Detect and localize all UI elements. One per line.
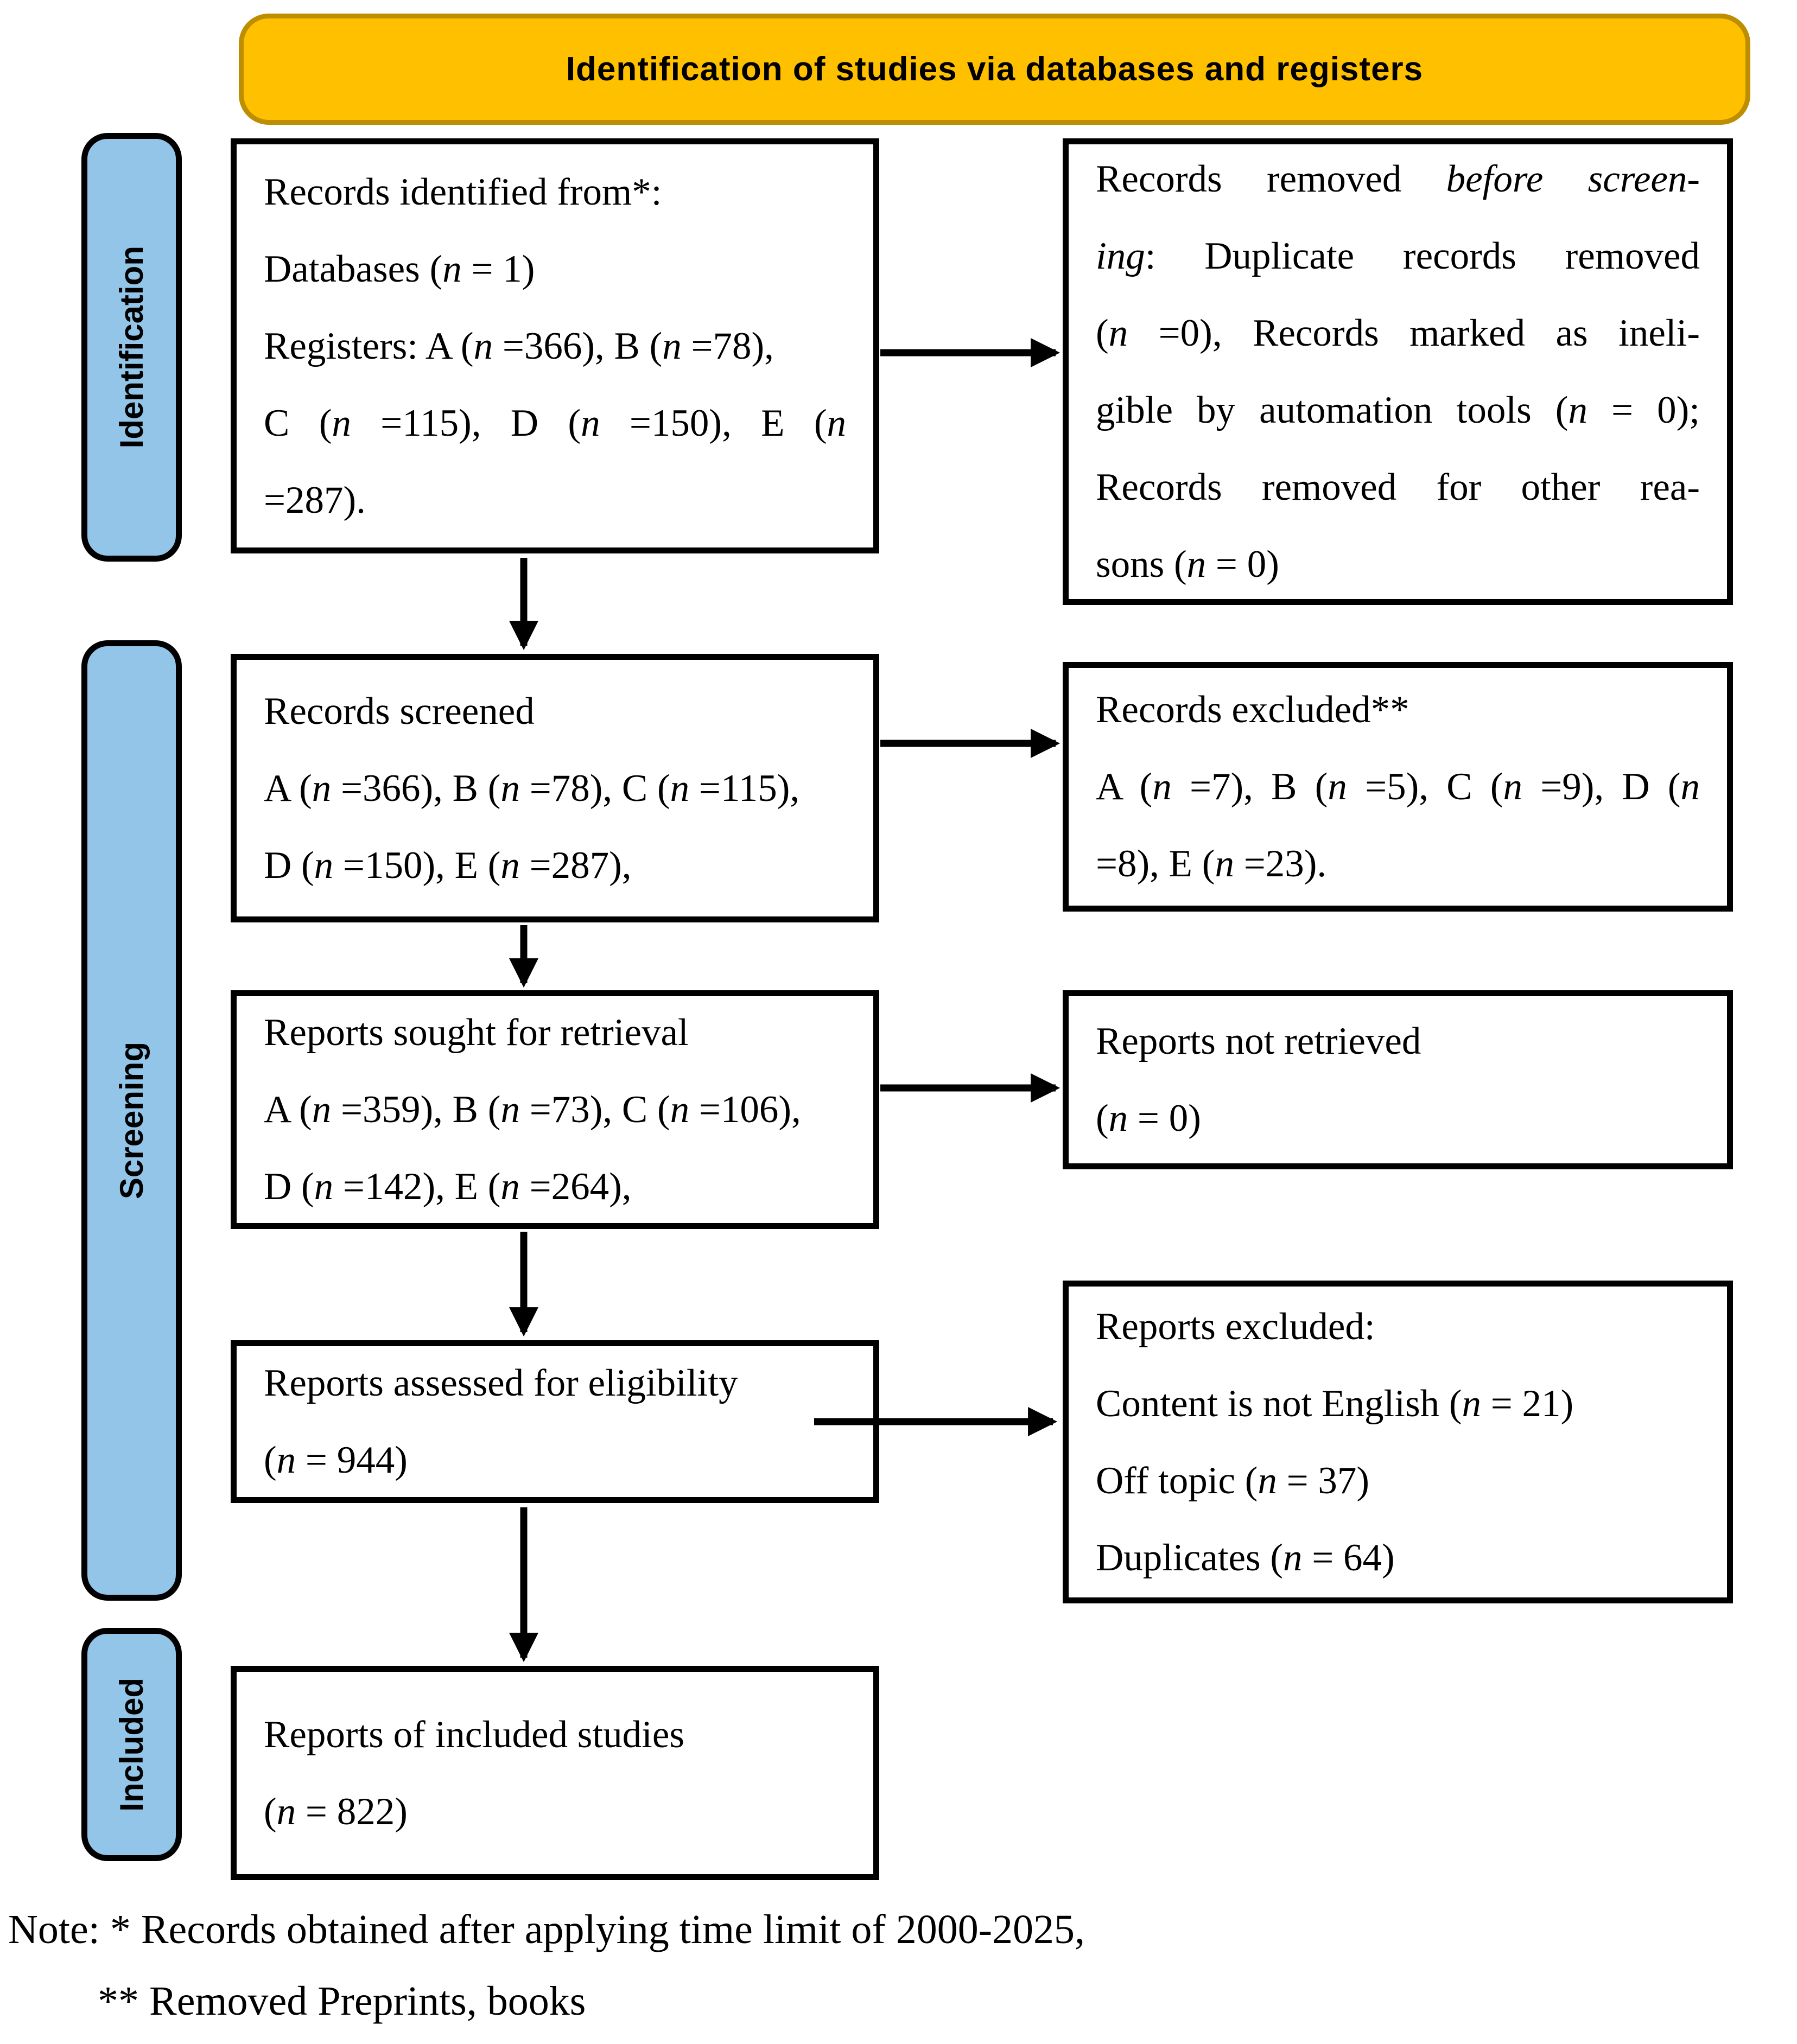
- text-line: Reports excluded:: [1096, 1305, 1375, 1348]
- text-line: Reports assessed for eligibility: [264, 1362, 738, 1404]
- box-reports-included: Reports of included studies (n = 822): [231, 1666, 879, 1880]
- box-records-screened: Records screened A (n =366), B (n =78), C…: [231, 654, 879, 922]
- footnote: Note: * Records obtained after applying …: [8, 1894, 1085, 2037]
- text-line: Off topic (n = 37): [1096, 1459, 1370, 1502]
- text-line: D (n =150), E (n =287),: [264, 844, 632, 887]
- text-line: (n =0), Records marked as ineli-: [1096, 312, 1700, 354]
- text-line: Records identified from*:: [264, 170, 662, 213]
- text-line: ** Removed Preprints, books: [98, 1978, 586, 2024]
- header-banner: Identification of studies via databases …: [239, 14, 1750, 125]
- text-line: (n = 0): [1096, 1097, 1201, 1139]
- text-line: Note: * Records obtained after applying …: [8, 1907, 1085, 1952]
- text-line: =287).: [264, 479, 366, 521]
- box-records-removed: Records removed before screen-ing: Dupli…: [1063, 138, 1733, 605]
- box-reports-assessed: Reports assessed for eligibility (n = 944…: [231, 1340, 879, 1503]
- text-line: C (n =115), D (n =150), E (n: [264, 402, 847, 444]
- text-line: A (n =7), B (n =5), C (n =9), D (n: [1096, 766, 1700, 808]
- text-line: Records screened: [264, 690, 535, 733]
- box-reports-excluded: Reports excluded: Content is not English …: [1063, 1281, 1733, 1603]
- stage-label-identification: Identification: [81, 133, 182, 562]
- text-line: Reports sought for retrieval: [264, 1011, 689, 1054]
- text-line: Reports of included studies: [264, 1713, 684, 1756]
- text-line: D (n =142), E (n =264),: [264, 1166, 632, 1208]
- stage-label-screening: Screening: [81, 640, 182, 1601]
- box-records-excluded: Records excluded** A (n =7), B (n =5), C …: [1063, 662, 1733, 912]
- text-line: (n = 944): [264, 1439, 408, 1481]
- text-line: Records removed for other rea-: [1096, 466, 1700, 508]
- box-reports-not-retrieved: Reports not retrieved (n = 0): [1063, 990, 1733, 1169]
- text-line: ing: Duplicate records removed: [1096, 235, 1700, 277]
- text-line: Duplicates (n = 64): [1096, 1536, 1395, 1579]
- text-line: Reports not retrieved: [1096, 1020, 1421, 1062]
- stage-label-text: Included: [113, 1677, 150, 1812]
- text-line: A (n =366), B (n =78), C (n =115),: [264, 767, 800, 810]
- text-line: Registers: A (n =366), B (n =78),: [264, 324, 774, 367]
- text-line: (n = 822): [264, 1790, 408, 1833]
- stage-label-included: Included: [81, 1628, 182, 1861]
- stage-label-text: Screening: [113, 1041, 150, 1200]
- text-line: gible by automation tools (n = 0);: [1096, 389, 1700, 431]
- header-title: Identification of studies via databases …: [566, 50, 1424, 88]
- text-line: Content is not English (n = 21): [1096, 1382, 1574, 1425]
- box-records-identified: Records identified from*: Databases (n = …: [231, 138, 879, 553]
- box-reports-sought: Reports sought for retrieval A (n =359), …: [231, 990, 879, 1229]
- text-line: Records excluded**: [1096, 689, 1409, 731]
- stage-label-text: Identification: [113, 246, 150, 449]
- text-line: =8), E (n =23).: [1096, 843, 1327, 885]
- text-line: Databases (n = 1): [264, 247, 535, 290]
- text-line: Records removed before screen-: [1096, 158, 1700, 200]
- text-line: A (n =359), B (n =73), C (n =106),: [264, 1088, 801, 1131]
- text-line: sons (n = 0): [1096, 543, 1279, 585]
